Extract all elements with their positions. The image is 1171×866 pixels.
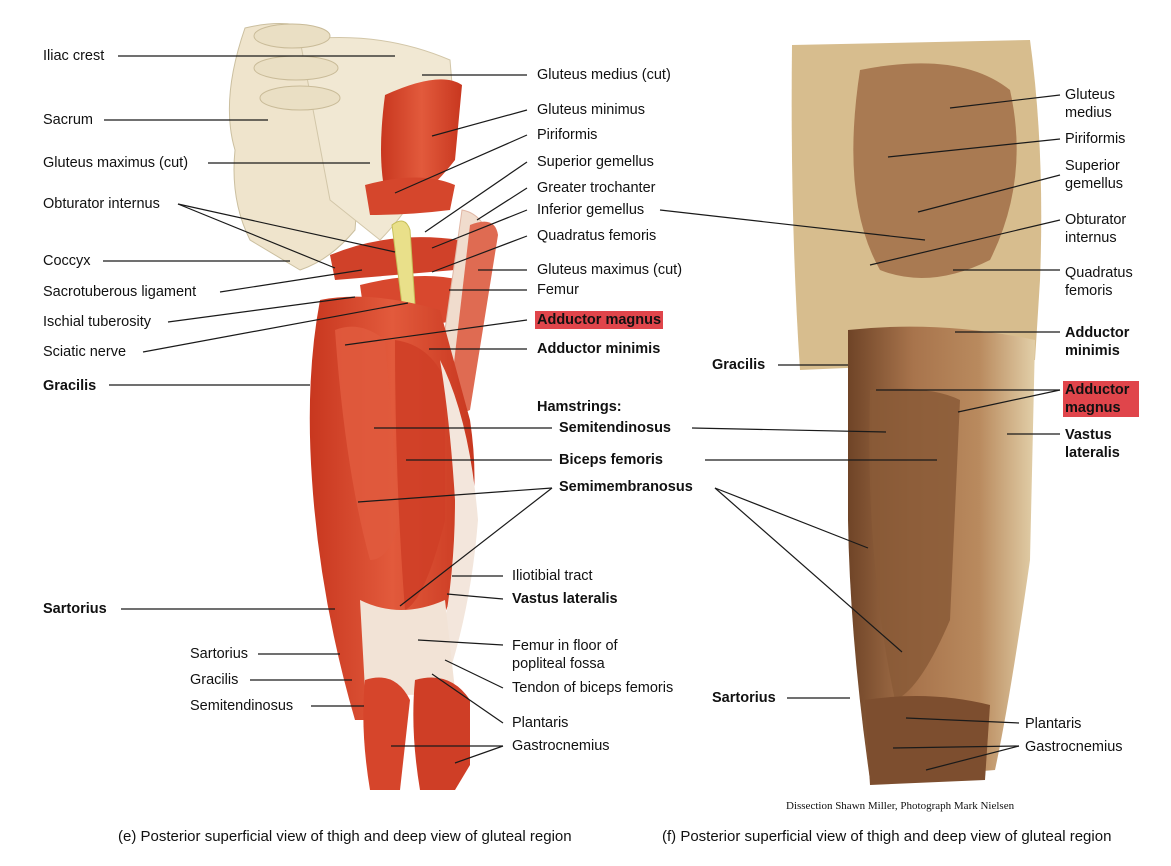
label-hamstrings-heading: Hamstrings: — [537, 399, 622, 415]
illustrated-thigh — [228, 23, 498, 790]
label-tendon-biceps-femoris: Tendon of biceps femoris — [512, 680, 674, 696]
label-sacrotuberous-ligament: Sacrotuberous ligament — [43, 284, 197, 300]
label-quadratus-femoris-right: Quadratus femoris — [1065, 265, 1133, 299]
gastrocnemius-lateral — [413, 677, 470, 790]
caption-left: (e) Posterior superficial view of thigh … — [118, 828, 572, 845]
label-gluteus-maximus-cut-center: Gluteus maximus (cut) — [537, 262, 683, 278]
label-plantaris-right: Plantaris — [1025, 716, 1082, 732]
label-quadratus-femoris: Quadratus femoris — [537, 228, 657, 244]
label-gluteus-maximus-cut-left: Gluteus maximus (cut) — [43, 155, 189, 171]
label-semimembranosus: Semimembranosus — [559, 479, 693, 495]
label-ischial-tuberosity: Ischial tuberosity — [43, 314, 151, 330]
label-femur-popliteal: Femur in floor of popliteal fossa — [512, 638, 618, 672]
calf-photo — [865, 696, 990, 785]
label-gluteus-minimus: Gluteus minimus — [537, 102, 645, 118]
dissection-photo — [780, 40, 1042, 790]
label-vastus-lateralis-center: Vastus lateralis — [512, 591, 618, 607]
label-piriformis: Piriformis — [537, 127, 598, 143]
label-obturator-internus-left: Obturator internus — [43, 196, 160, 212]
caption-right: (f) Posterior superficial view of thigh … — [662, 828, 1112, 845]
label-piriformis-right: Piriformis — [1065, 131, 1126, 147]
label-adductor-magnus-center: Adductor magnus — [535, 311, 664, 329]
label-gluteus-medius-right: Gluteus medius — [1065, 87, 1115, 121]
label-sartorius-left: Sartorius — [43, 601, 107, 617]
piriformis-muscle — [365, 177, 455, 215]
hamstrings-photo — [869, 388, 960, 700]
obturator-muscle — [330, 237, 460, 280]
label-superior-gemellus-right: Superior gemellus — [1065, 158, 1124, 192]
label-gracilis-right: Gracilis — [712, 357, 766, 373]
label-adductor-minimis-right: Adductor minimis — [1065, 325, 1130, 359]
gastrocnemius-medial — [363, 677, 410, 790]
label-sacrum: Sacrum — [43, 112, 93, 128]
semitendinosus-muscle — [335, 326, 400, 560]
gluteus-medius-cut — [381, 79, 462, 210]
label-gracilis-small: Gracilis — [190, 672, 239, 688]
popliteal-fossa — [360, 600, 455, 695]
label-adductor-minimis-center: Adductor minimis — [537, 341, 661, 357]
label-iliotibial-tract: Iliotibial tract — [512, 568, 593, 584]
vertebra — [259, 85, 341, 111]
label-semitendinosus-small: Semitendinosus — [190, 698, 294, 714]
label-superior-gemellus: Superior gemellus — [537, 154, 654, 170]
gluteal-muscles-photo — [853, 63, 1017, 279]
label-obturator-internus-right: Obturator internus — [1065, 212, 1127, 246]
label-sartorius-right: Sartorius — [712, 690, 776, 706]
label-femur: Femur — [537, 282, 579, 298]
label-inferior-gemellus: Inferior gemellus — [537, 202, 645, 218]
vertebra — [253, 55, 339, 81]
biceps-femoris-muscle — [395, 340, 445, 610]
leader-lines — [103, 55, 1061, 771]
vertebra — [253, 23, 331, 49]
label-iliac-crest: Iliac crest — [43, 48, 105, 64]
label-plantaris-center: Plantaris — [512, 715, 569, 731]
gluteus-maximus-cut-flap — [451, 221, 498, 412]
label-adductor-magnus-right: Adductor magnus — [1063, 381, 1139, 417]
label-semitendinosus: Semitendinosus — [559, 420, 671, 436]
label-greater-trochanter: Greater trochanter — [537, 180, 656, 196]
label-sartorius-small: Sartorius — [190, 646, 249, 662]
label-biceps-femoris: Biceps femoris — [559, 452, 663, 468]
label-vastus-lateralis-right: Vastus lateralis — [1065, 427, 1120, 461]
label-gastrocnemius-right: Gastrocnemius — [1025, 739, 1123, 755]
iliotibial-tract — [430, 360, 478, 700]
photo-credit: Dissection Shawn Miller, Photograph Mark… — [786, 800, 1015, 812]
label-gastrocnemius-center: Gastrocnemius — [512, 738, 610, 754]
label-gracilis-left: Gracilis — [43, 378, 97, 394]
label-coccyx: Coccyx — [43, 253, 91, 269]
label-sciatic-nerve: Sciatic nerve — [43, 344, 127, 360]
label-gluteus-medius-cut: Gluteus medius (cut) — [537, 67, 671, 83]
